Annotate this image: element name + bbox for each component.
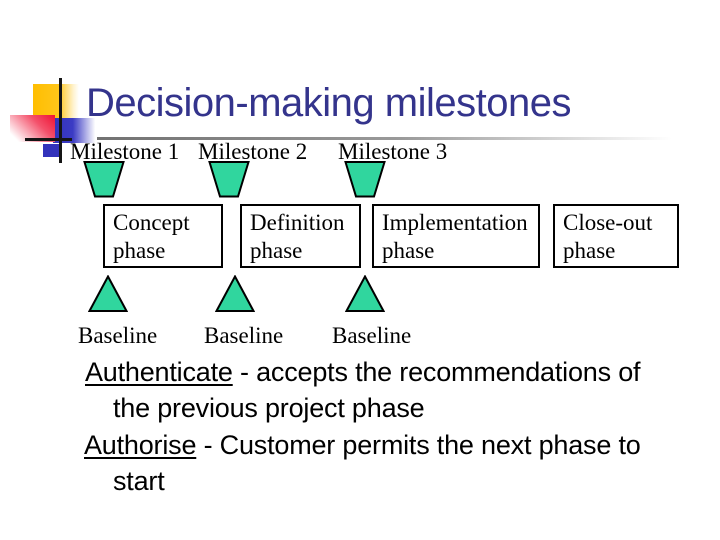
logo-blue-small-square	[43, 144, 62, 157]
baseline-3-marker-icon	[345, 275, 385, 312]
logo-yellow-square	[33, 84, 79, 118]
milestone-1-marker-icon	[83, 161, 125, 198]
milestone-2-label: Milestone 2	[198, 139, 308, 164]
milestone-1-label: Milestone 1	[70, 139, 180, 164]
phase-box-definition: Definition phase	[240, 204, 361, 268]
milestone-3-marker-icon	[344, 161, 386, 198]
definition-authenticate-rest: - accepts the recommendations of	[232, 357, 641, 387]
phase-box-concept: Concept phase	[103, 204, 223, 268]
baseline-1-marker-icon	[88, 275, 128, 312]
logo-red-square	[10, 115, 55, 142]
logo-vertical-line	[59, 78, 62, 163]
logo-horizontal-line	[25, 138, 72, 141]
definition-authorise-line2: start	[113, 466, 165, 496]
definition-authorise-rest: - Customer permits the next phase to	[196, 430, 641, 460]
baseline-1-label: Baseline	[78, 323, 158, 348]
definition-authorise-line1: Authorise - Customer permits the next ph…	[84, 427, 641, 463]
phase-box-implementation: Implementation phase	[372, 204, 540, 268]
baseline-3-label: Baseline	[332, 323, 412, 348]
term-authenticate: Authenticate	[85, 357, 233, 387]
milestone-3-label: Milestone 3	[338, 139, 448, 164]
baseline-2-label: Baseline	[204, 323, 284, 348]
definition-authenticate-line2: the previous project phase	[113, 393, 425, 423]
baseline-2-marker-icon	[215, 275, 255, 312]
title-divider-rule	[70, 137, 672, 140]
term-authorise: Authorise	[84, 430, 197, 460]
definition-authenticate-line1: Authenticate - accepts the recommendatio…	[85, 354, 641, 390]
page-title: Decision-making milestones	[86, 81, 571, 125]
phase-box-close-out: Close-out phase	[553, 204, 679, 268]
milestone-2-marker-icon	[208, 161, 250, 198]
